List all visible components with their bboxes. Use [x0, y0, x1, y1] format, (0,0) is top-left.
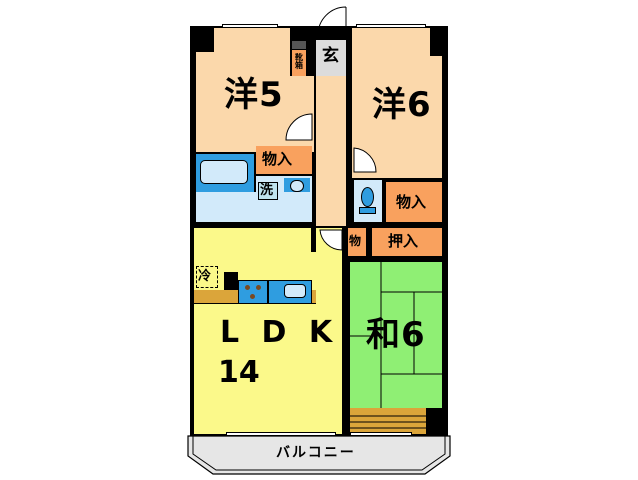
entrance-door-icon: [317, 6, 347, 39]
room-japanese-6-label: 和6: [366, 315, 426, 355]
fridge-label: 冷: [198, 269, 212, 284]
window-western-6: [356, 24, 426, 28]
kitchen-wall-block: [224, 272, 238, 290]
column-br: [426, 408, 442, 434]
ldk-divider-wall: [311, 228, 316, 252]
door-western-5-icon: [285, 113, 313, 141]
shoe-box-text: 靴箱: [294, 53, 304, 69]
window-japanese: [350, 432, 412, 436]
toilet-tank-icon: [359, 207, 376, 214]
closet-western-6-label: 物入: [396, 193, 427, 211]
closet-western-5: [256, 146, 312, 174]
tokonoma: [350, 408, 426, 434]
column-tl: [196, 28, 214, 52]
room-western-5-label: 洋5: [224, 75, 284, 115]
oshiire-label: 押入: [388, 232, 419, 250]
oshiire: [372, 228, 442, 256]
balcony-label: バルコニー: [276, 445, 356, 461]
entrance: [316, 40, 346, 76]
tatami-lines: [350, 262, 442, 408]
closet-western-6: [386, 182, 442, 222]
room-ldk: [194, 228, 342, 434]
washbasin-bowl-icon: [290, 180, 304, 192]
balcony-area: [187, 435, 451, 475]
bathtub-icon: [200, 160, 248, 184]
door-ldk-icon: [319, 229, 343, 251]
shoe-box: [292, 50, 306, 76]
room-japanese-6: [350, 262, 442, 408]
window-ldk: [226, 432, 336, 436]
washroom-label-box: [258, 182, 278, 200]
small-closet-label: 物: [349, 234, 362, 248]
door-western-6-icon: [353, 147, 377, 173]
window-western-5: [222, 24, 278, 28]
ldk-label-line1: L D K: [220, 315, 339, 350]
shoe-box-top: [292, 41, 306, 49]
ldk-label-line2: 14: [218, 355, 260, 390]
burner-1: [245, 285, 250, 290]
fridge-box: [196, 266, 218, 288]
shoe-box-label: 靴箱: [294, 53, 304, 71]
stove-icon: [238, 280, 268, 304]
column-tr: [430, 28, 442, 56]
toilet-icon: [361, 187, 374, 207]
corridor: [316, 76, 346, 226]
washroom-label: 洗: [260, 183, 274, 198]
closet-western-5-label: 物入: [262, 150, 293, 168]
burner-3: [250, 294, 255, 299]
small-closet: [348, 228, 366, 256]
entrance-label: 玄: [322, 46, 339, 66]
burner-2: [256, 285, 261, 290]
sink-icon: [284, 284, 306, 298]
room-western-6-label: 洋6: [372, 85, 432, 125]
tokonoma-lines: [350, 415, 426, 429]
